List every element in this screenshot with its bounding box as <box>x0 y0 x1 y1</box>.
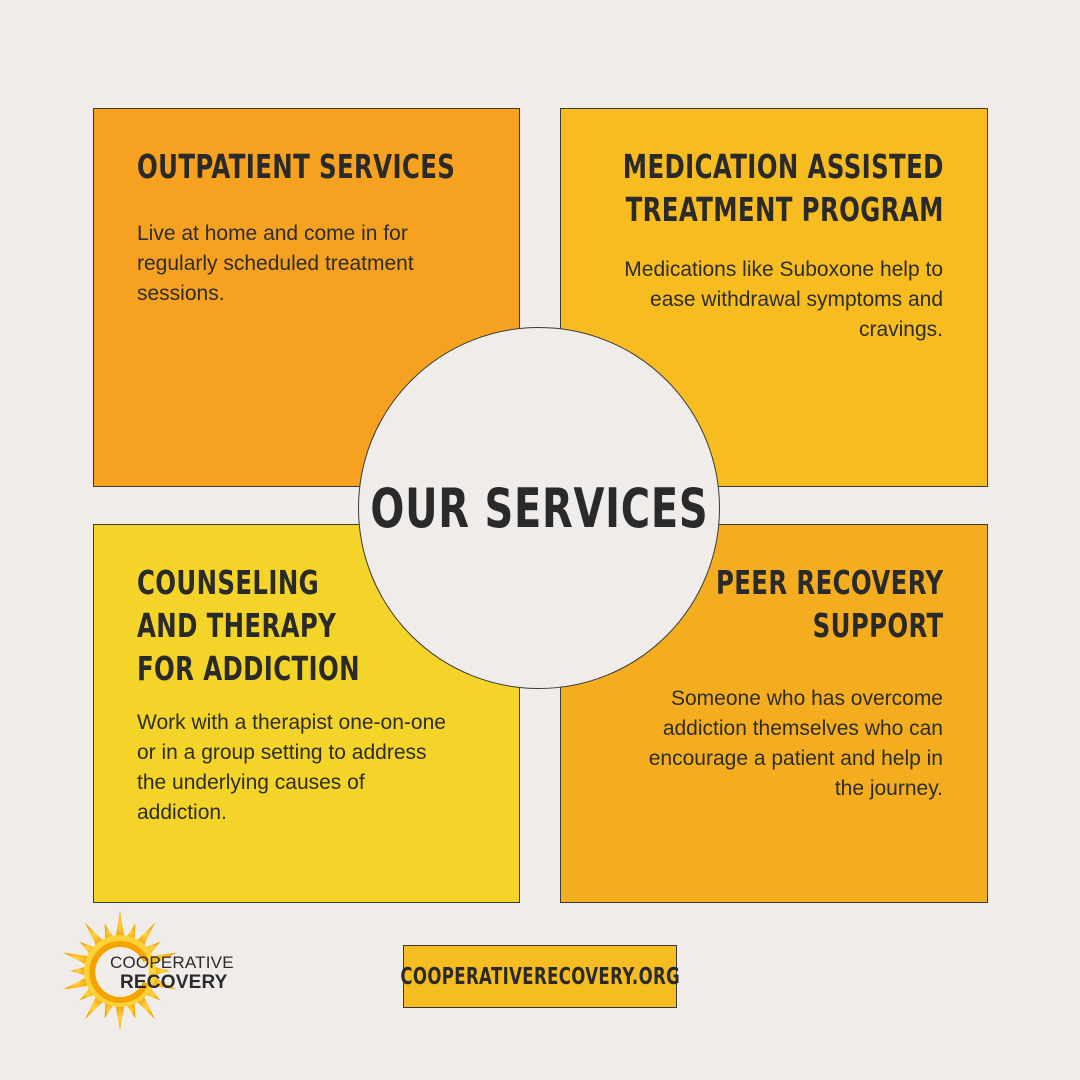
card-body-peer: Someone who has overcome addiction thems… <box>648 687 943 800</box>
medication-title-line2: TREATMENT PROGRAM <box>625 190 944 229</box>
card-body-counseling: Work with a therapist one-on-one or in a… <box>137 711 446 824</box>
website-url-text[interactable]: COOPERATIVERECOVERY.ORG <box>400 963 680 990</box>
center-circle: OUR SERVICES <box>358 327 720 689</box>
sun-ray <box>84 922 104 947</box>
sun-ray <box>150 977 178 990</box>
card-title-medication: MEDICATION ASSISTED TREATMENT PROGRAM <box>623 145 944 231</box>
sun-icon <box>62 911 178 1031</box>
peer-title-line2: SUPPORT <box>813 606 944 645</box>
sun-ray <box>84 995 104 1020</box>
cooperative-recovery-logo: COOPERATIVE RECOVERY <box>58 905 238 1035</box>
sun-ray <box>70 966 87 976</box>
sun-ray <box>62 977 90 990</box>
sun-ray <box>136 995 156 1020</box>
card-counseling-therapy: COUNSELING AND THERAPY FOR ADDICTION Wor… <box>93 524 520 903</box>
medication-title-line1: MEDICATION ASSISTED <box>623 147 944 186</box>
card-body-medication: Medications like Suboxone help to ease w… <box>624 258 943 341</box>
counseling-title-line2: AND THERAPY <box>137 606 337 645</box>
website-url-box[interactable]: COOPERATIVERECOVERY.ORG <box>400 945 680 1008</box>
peer-title-line1: PEER RECOVERY <box>716 563 944 602</box>
sun-ray <box>115 911 125 938</box>
counseling-title-line3: FOR ADDICTION <box>137 649 360 688</box>
card-title-counseling: COUNSELING AND THERAPY FOR ADDICTION <box>137 561 360 690</box>
card-outpatient-services: OUTPATIENT SERVICES Live at home and com… <box>93 108 520 487</box>
center-title: OUR SERVICES <box>369 476 709 540</box>
counseling-title-line1: COUNSELING <box>137 563 320 602</box>
sun-ray <box>136 922 156 947</box>
sun-ray <box>150 952 178 965</box>
sun-ray <box>153 966 170 976</box>
card-title-peer: PEER RECOVERY SUPPORT <box>716 561 944 647</box>
card-title-outpatient: OUTPATIENT SERVICES <box>137 145 455 188</box>
outpatient-title-text: OUTPATIENT SERVICES <box>137 147 456 186</box>
sun-ray <box>115 1004 125 1031</box>
sun-ray <box>62 952 90 965</box>
logo-text-recovery: RECOVERY <box>120 972 228 993</box>
card-body-outpatient: Live at home and come in for regularly s… <box>137 222 414 305</box>
logo-text-cooperative: COOPERATIVE <box>110 953 234 972</box>
